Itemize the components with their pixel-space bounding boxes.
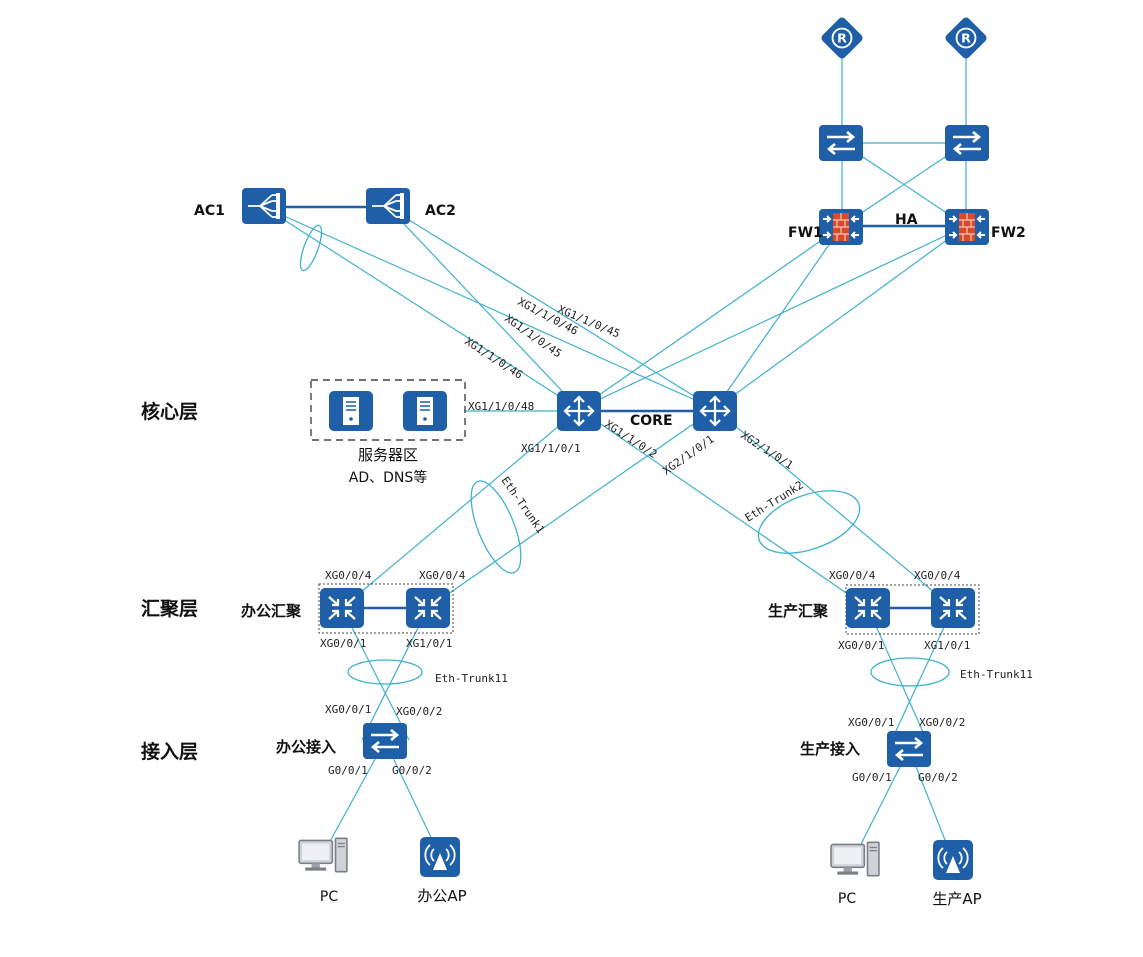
switch-icon[interactable] — [945, 125, 989, 161]
fw2-firewall-icon[interactable] — [945, 208, 989, 246]
office-access-switch-icon[interactable] — [363, 723, 407, 759]
server-icon[interactable] — [329, 391, 373, 431]
port-label: XG0/0/4 — [325, 569, 372, 582]
fw2-label: FW2 — [991, 225, 1026, 241]
server-zone-label: 服务器区 — [358, 446, 418, 464]
group-boxes — [310, 379, 980, 635]
port-label: G0/0/1 — [328, 764, 368, 777]
ac2-label: AC2 — [425, 203, 456, 219]
port-label: XG1/0/1 — [406, 637, 452, 650]
fw1-label: FW1 — [788, 225, 823, 241]
port-label: XG0/0/2 — [919, 716, 965, 729]
prod-agg1-switch-icon[interactable] — [846, 588, 890, 628]
ha-label: HA — [895, 212, 918, 228]
port-label: XG0/0/1 — [838, 639, 884, 652]
router-icon[interactable] — [820, 16, 865, 61]
office-agg1-switch-icon[interactable] — [320, 588, 364, 628]
ac2-controller-icon[interactable] — [366, 188, 410, 224]
port-label: G0/0/2 — [918, 771, 958, 784]
layer-aggregation-label: 汇聚层 — [141, 598, 198, 620]
server-zone-sub-label: AD、DNS等 — [349, 469, 428, 486]
prod-agg-label: 生产汇聚 — [768, 602, 829, 620]
port-label: XG0/0/4 — [419, 569, 466, 582]
port-label: XG2/1/0/1 — [660, 433, 716, 478]
port-label: XG0/0/4 — [914, 569, 961, 582]
port-label: XG0/0/1 — [325, 703, 371, 716]
port-label: XG1/1/0/1 — [521, 442, 581, 455]
eth-trunk11-office-label: Eth-Trunk11 — [435, 672, 508, 685]
port-label: XG1/1/0/48 — [468, 400, 534, 413]
office-pc-label: PC — [320, 889, 338, 905]
core1-switch-icon[interactable] — [557, 391, 601, 431]
port-label: G0/0/1 — [852, 771, 892, 784]
layer-core-label: 核心层 — [141, 400, 198, 423]
layer-access-label: 接入层 — [141, 741, 198, 763]
port-label: XG1/0/1 — [924, 639, 970, 652]
prod-pc-icon[interactable] — [830, 841, 880, 877]
ac1-controller-icon[interactable] — [242, 188, 286, 224]
office-agg2-switch-icon[interactable] — [406, 588, 450, 628]
prod-access-switch-icon[interactable] — [887, 731, 931, 767]
router-icon[interactable] — [944, 16, 989, 61]
office-agg-label: 办公汇聚 — [241, 602, 302, 620]
office-pc-icon[interactable] — [298, 837, 348, 873]
core2-switch-icon[interactable] — [693, 391, 737, 431]
port-label: XG0/0/1 — [848, 716, 894, 729]
office-ap-icon[interactable] — [419, 837, 461, 877]
prod-ap-label: 生产AP — [932, 890, 981, 908]
port-label: XG0/0/1 — [320, 637, 366, 650]
prod-ap-icon[interactable] — [932, 840, 974, 880]
office-access-label: 办公接入 — [276, 738, 336, 756]
port-label: XG2/1/0/1 — [738, 429, 795, 472]
trunk-ellipses — [299, 224, 950, 687]
port-label: XG0/0/2 — [396, 705, 442, 718]
core-label: CORE — [630, 413, 673, 429]
fw1-firewall-icon[interactable] — [819, 208, 863, 246]
eth-trunk2-label: Eth-Trunk2 — [743, 478, 806, 524]
server-icon[interactable] — [403, 391, 447, 431]
prod-agg2-switch-icon[interactable] — [931, 588, 975, 628]
switch-icon[interactable] — [819, 125, 863, 161]
port-label: G0/0/2 — [392, 764, 432, 777]
prod-access-label: 生产接入 — [800, 740, 860, 758]
port-label: XG0/0/4 — [829, 569, 876, 582]
eth-trunk11-prod-label: Eth-Trunk11 — [960, 668, 1033, 681]
prod-pc-label: PC — [838, 891, 856, 907]
ac1-label: AC1 — [194, 203, 225, 219]
office-ap-label: 办公AP — [417, 887, 466, 905]
